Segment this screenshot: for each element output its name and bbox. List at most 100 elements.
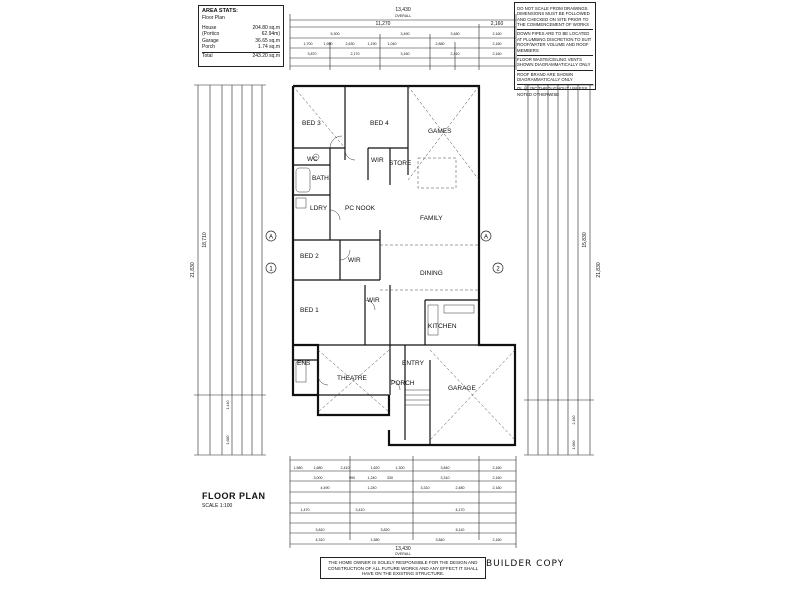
dim-bottom-row5: 6,110 (456, 528, 465, 532)
dim-bottom-row6: 2,160 (493, 538, 502, 542)
grid-marker-2: 2 (492, 262, 504, 274)
note-item: Do not scale from drawings. Dimensions m… (517, 5, 593, 31)
dim-bottom-row3: 3,310 (421, 486, 430, 490)
dim-bottom-row6: 4,310 (316, 538, 325, 542)
dim-top-row3: 2,630 (346, 42, 355, 46)
dim-top-row4: 2,410 (451, 52, 460, 56)
dim-bottom-row1: 1,300 (396, 466, 405, 470)
dim-bottom-row4: 4,170 (456, 508, 465, 512)
disclaimer-box: The home owner is solely responsible for… (320, 557, 486, 579)
builder-copy-stamp: BUILDER COPY (486, 559, 565, 569)
room-label-bed4: BED 4 (370, 120, 389, 127)
dim-bottom-row2: 1,240 (368, 476, 377, 480)
dim-overall-top-label: OVERALL (395, 14, 412, 18)
dim-bottom-row3: 2,480 (456, 486, 465, 490)
svg-text:A: A (269, 235, 273, 241)
dim-top-row3: 1,040 (388, 42, 397, 46)
dim-bottom-row2: 950 (349, 476, 355, 480)
dim-top-row2: 2,160 (493, 32, 502, 36)
dim-top-row3: 1,190 (368, 42, 377, 46)
dim-top-row4: 2,160 (493, 52, 502, 56)
room-label-garage: GARAGE (448, 385, 476, 392)
room-label-bath: BATH (312, 175, 329, 182)
dim-right-bottom: 2,160 (572, 416, 576, 425)
dim-top-row3: 1,980 (324, 42, 333, 46)
dim-overall-top: 13,430 (395, 7, 411, 13)
grid-marker-a-right: A (480, 230, 492, 242)
grid-marker-a: A (265, 230, 277, 242)
room-label-pc-nook: PC NOOK (345, 205, 376, 212)
dim-bottom-row6: 3,840 (436, 538, 445, 542)
plan-scale: SCALE 1:100 (202, 503, 233, 509)
dim-top-row4: 2,170 (351, 52, 360, 56)
svg-text:A: A (484, 235, 488, 241)
room-label-dining: DINING (420, 270, 443, 277)
dim-top-row4: 3,870 (308, 52, 317, 56)
svg-text:1: 1 (269, 267, 273, 273)
dim-right-bottom: 1,660 (572, 441, 576, 450)
dim-bottom-row2: 330 (387, 476, 393, 480)
dim-top-row2: 3,490 (401, 32, 410, 36)
room-label-wc: WC (307, 156, 318, 163)
dim-bottom-row4: 3,410 (356, 508, 365, 512)
dim-bottom-first: 1,580 (294, 466, 303, 470)
dim-bottom-row3: 2,160 (493, 486, 502, 490)
plan-title: FLOOR PLAN (202, 491, 266, 501)
dim-bottom-row5: 3,810 (316, 528, 325, 532)
room-label-entry: ENTRY (402, 360, 425, 367)
dim-bottom-row3: 4,490 (321, 486, 330, 490)
room-label-family: FAMILY (420, 215, 443, 222)
dim-bottom-row2: 3,000 (314, 476, 323, 480)
dim-bottom-row6: 1,580 (371, 538, 380, 542)
dim-bottom-row3: 1,240 (368, 486, 377, 490)
dim-bottom-row2: 2,160 (493, 476, 502, 480)
room-label-bed1: BED 1 (300, 307, 319, 314)
dim-bottom-row1: 1,680 (314, 466, 323, 470)
dim-top-row2: 3,480 (451, 32, 460, 36)
svg-text:2: 2 (496, 267, 500, 273)
room-label-bed3: BED 3 (302, 120, 321, 127)
dim-top-row3: 1,700 (304, 42, 313, 46)
dim-overall-bottom-label: OVERALL (395, 552, 412, 556)
dim-bottom-row2: 3,310 (441, 476, 450, 480)
dim-right-total: 21,830 (596, 262, 602, 278)
dim-bottom-row1: 1,620 (371, 466, 380, 470)
room-label-wir-top: WIR (371, 157, 384, 164)
room-label-theatre: THEATRE (337, 375, 368, 382)
dim-top-row3: 2,160 (493, 42, 502, 46)
note-item: Floor waste/ceiling vents shown diagramm… (517, 56, 593, 71)
note-item: Down pipes are to be located at plumbing… (517, 30, 593, 56)
room-label-porch: PORCH (391, 380, 415, 387)
area-stats-heading: AREA STATS: (202, 8, 238, 14)
room-label-ens: ENS (297, 360, 311, 367)
dim-left-sub: 18,710 (202, 232, 208, 248)
dim-left-total: 21,830 (190, 262, 196, 278)
room-label-kitchen: KITCHEN (428, 323, 457, 330)
dim-bottom-row1: 2,160 (493, 466, 502, 470)
dim-bottom-row1: 2,410 (341, 466, 350, 470)
dim-top-row2: 5,300 (331, 32, 340, 36)
room-label-wir-mid: WIR (348, 257, 361, 264)
dim-top-row3: 2,880 (436, 42, 445, 46)
dim-bottom-row5: 3,820 (381, 528, 390, 532)
dim-overall-bottom: 13,430 (395, 546, 411, 552)
dim-top-seg-b: 2,160 (491, 21, 504, 27)
room-label-wir-bottom: WIR (367, 297, 380, 304)
dim-left-bottom: 1,680 (226, 436, 230, 445)
grid-marker-1: 1 (265, 262, 277, 274)
dim-left-bottom: 1,440 (226, 401, 230, 410)
room-label-bed2: BED 2 (300, 253, 319, 260)
area-stats-subheading: Floor Plan (202, 15, 225, 22)
dim-top-row4: 3,160 (401, 52, 410, 56)
dim-right-sub: 15,830 (582, 232, 588, 248)
room-label-ldry: LDRY (310, 205, 328, 212)
dim-bottom-row1: 3,840 (441, 466, 450, 470)
dim-bottom-row4: 1,470 (301, 508, 310, 512)
